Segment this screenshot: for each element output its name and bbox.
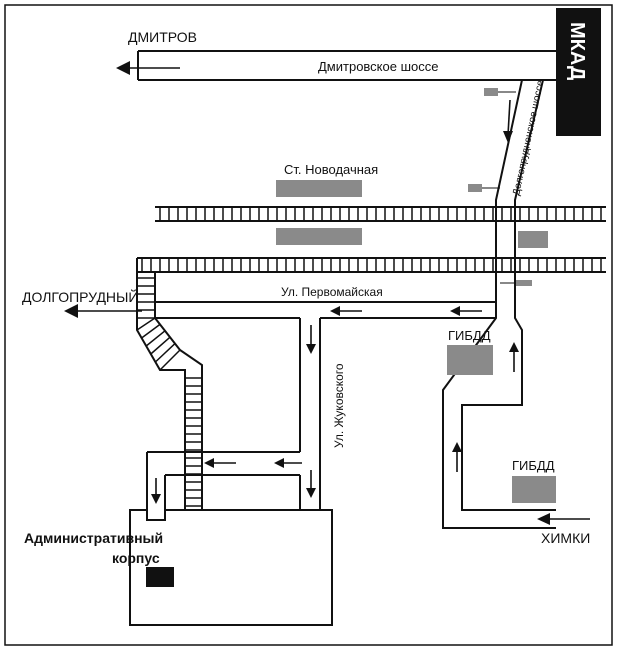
- station-building-north: [276, 180, 362, 197]
- railway-tie: [154, 343, 176, 363]
- admin-label-line2: корпус: [112, 550, 160, 566]
- gibdd-building-1: [447, 345, 493, 375]
- admin-label-line1: Административный: [24, 530, 163, 546]
- zhukovskogo-label: Ул. Жуковского: [332, 363, 346, 448]
- pervomayskaya-label: Ул. Первомайская: [281, 285, 383, 299]
- khimki-road: [442, 300, 556, 529]
- arrow-to-dolgoprudny: [64, 304, 142, 318]
- arrow-down-entrance: [151, 478, 161, 504]
- railway-lower: [137, 257, 606, 273]
- station-building-south: [276, 228, 362, 245]
- dolgoprudny-label: ДОЛГОПРУДНЫЙ: [22, 288, 139, 305]
- arrow-west-pervomayskaya-1: [330, 306, 362, 316]
- arrow-west-pervomayskaya-2: [450, 306, 482, 316]
- marker-1: [484, 88, 498, 96]
- station-label: Ст. Новодачная: [284, 162, 378, 177]
- railway-tie: [145, 330, 166, 347]
- dmitrovskoe-shosse-label: Дмитровское шоссе: [318, 59, 438, 74]
- railway-tie: [141, 323, 161, 339]
- gibdd-label-1: ГИБДД: [448, 328, 491, 343]
- arrow-up-khimki-left: [452, 442, 462, 472]
- railway-lower-ties: [141, 258, 602, 272]
- mkad-label: МКАД: [566, 22, 588, 80]
- railway-tie: [159, 349, 181, 371]
- arrow-up-khimki-road: [509, 342, 519, 372]
- entrance-road: [146, 451, 301, 510]
- arrow-down-zhukovskogo-1: [306, 325, 316, 354]
- map-frame: [4, 4, 613, 646]
- railway-upper-ties: [159, 207, 602, 221]
- arrow-west-entrance-2: [274, 458, 302, 468]
- marker-2: [468, 184, 482, 192]
- platform-building-east: [518, 231, 548, 248]
- mkad-block: [556, 8, 601, 136]
- arrow-from-khimki: [537, 513, 590, 525]
- dolgoprudnenskoe-shosse-road: [495, 79, 544, 300]
- khimki-label: ХИМКИ: [541, 530, 590, 546]
- arrow-west-entrance-1: [204, 458, 236, 468]
- dolgoprudnenskoe-shosse-label: Долгопрудненское шоссе: [511, 79, 546, 197]
- railway-tie: [136, 317, 156, 331]
- gibdd-label-2: ГИБДД: [512, 458, 555, 473]
- railway-branch-ties: [136, 277, 202, 515]
- railway-upper: [155, 206, 606, 222]
- dmitrov-label: ДМИТРОВ: [128, 29, 197, 45]
- arrow-down-dolgoprudnenskoe: [503, 99, 513, 143]
- marker-3: [516, 280, 532, 286]
- arrow-down-zhukovskogo-2: [306, 470, 316, 498]
- admin-building: [129, 509, 333, 626]
- gibdd-building-2: [512, 476, 556, 503]
- dmitrovskoe-shosse-road: [137, 50, 556, 81]
- railway-tie: [150, 336, 171, 355]
- arrow-to-dmitrov: [116, 61, 180, 75]
- admin-entrance-marker: [146, 567, 174, 587]
- pervomayskaya-road: [155, 301, 496, 319]
- zhukovskogo-road: [299, 318, 321, 510]
